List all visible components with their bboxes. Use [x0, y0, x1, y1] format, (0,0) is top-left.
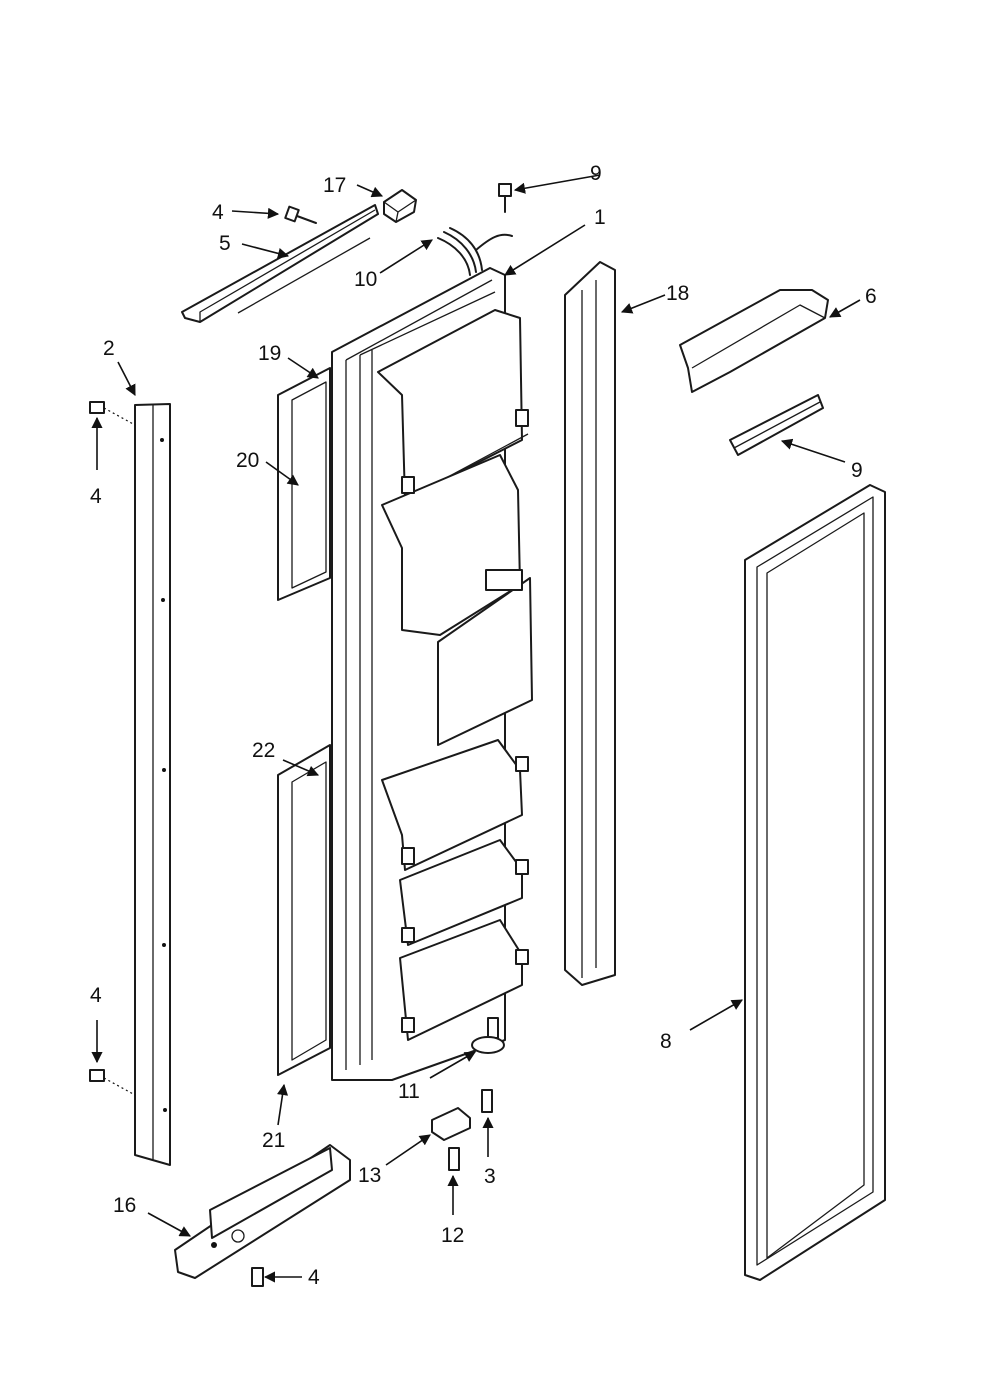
- callout-4-top: 4: [212, 201, 224, 224]
- callout-4-left-upper: 4: [90, 485, 102, 508]
- bushing-14: [431, 1107, 471, 1141]
- callout-12: 11: [398, 1080, 420, 1103]
- screw-top: [284, 205, 317, 224]
- callout-9: 9: [851, 459, 863, 482]
- callout-6: 6: [865, 285, 877, 308]
- callout-18: 18: [666, 282, 689, 305]
- callout-22: 22: [252, 739, 275, 762]
- door-liner: [331, 267, 533, 1081]
- callout-labels: 9 17 4 5 10 1 18 6 2 19 4 20 9 22 4 8 11…: [90, 162, 877, 1289]
- small-bracket: [729, 394, 824, 456]
- screw-10: [498, 183, 512, 213]
- screw-left-lower: [89, 1069, 136, 1096]
- callout-4-left-lower: 4: [90, 984, 102, 1007]
- leader-lines: [91, 174, 861, 1283]
- callout-8: 8: [660, 1030, 672, 1053]
- callout-21: 21: [262, 1129, 285, 1152]
- screw-3: [481, 1089, 493, 1113]
- callout-14: 13: [358, 1164, 381, 1187]
- lower-panel: [277, 744, 331, 1076]
- door-gasket: [744, 484, 886, 1281]
- bottom-hinge: [174, 1144, 351, 1279]
- hinge-pin-12: [471, 1017, 505, 1054]
- screw-13: [448, 1147, 460, 1171]
- door-handle: [679, 289, 829, 393]
- callout-5: 5: [219, 232, 231, 255]
- callout-19: 19: [258, 342, 281, 365]
- callout-2: 2: [103, 337, 115, 360]
- right-hinge-trim: [564, 261, 616, 986]
- callout-16: 17: [323, 174, 346, 197]
- callout-17: 16: [113, 1194, 136, 1217]
- screw-left-upper: [89, 401, 136, 426]
- screw-bottom: [251, 1267, 264, 1287]
- callout-3: 3: [484, 1165, 496, 1188]
- upper-panel: [277, 367, 331, 601]
- wire-connector: [383, 189, 417, 223]
- top-trim-strip: [181, 204, 379, 323]
- left-hinge-trim: [134, 403, 171, 1166]
- callout-20: 20: [236, 449, 259, 472]
- callout-4-bottom: 4: [308, 1266, 320, 1289]
- callout-13: 12: [441, 1224, 464, 1247]
- callout-11: 10: [354, 268, 377, 291]
- wire-harness: [437, 227, 513, 276]
- callout-10: 9: [590, 162, 602, 185]
- callout-1: 1: [594, 206, 606, 229]
